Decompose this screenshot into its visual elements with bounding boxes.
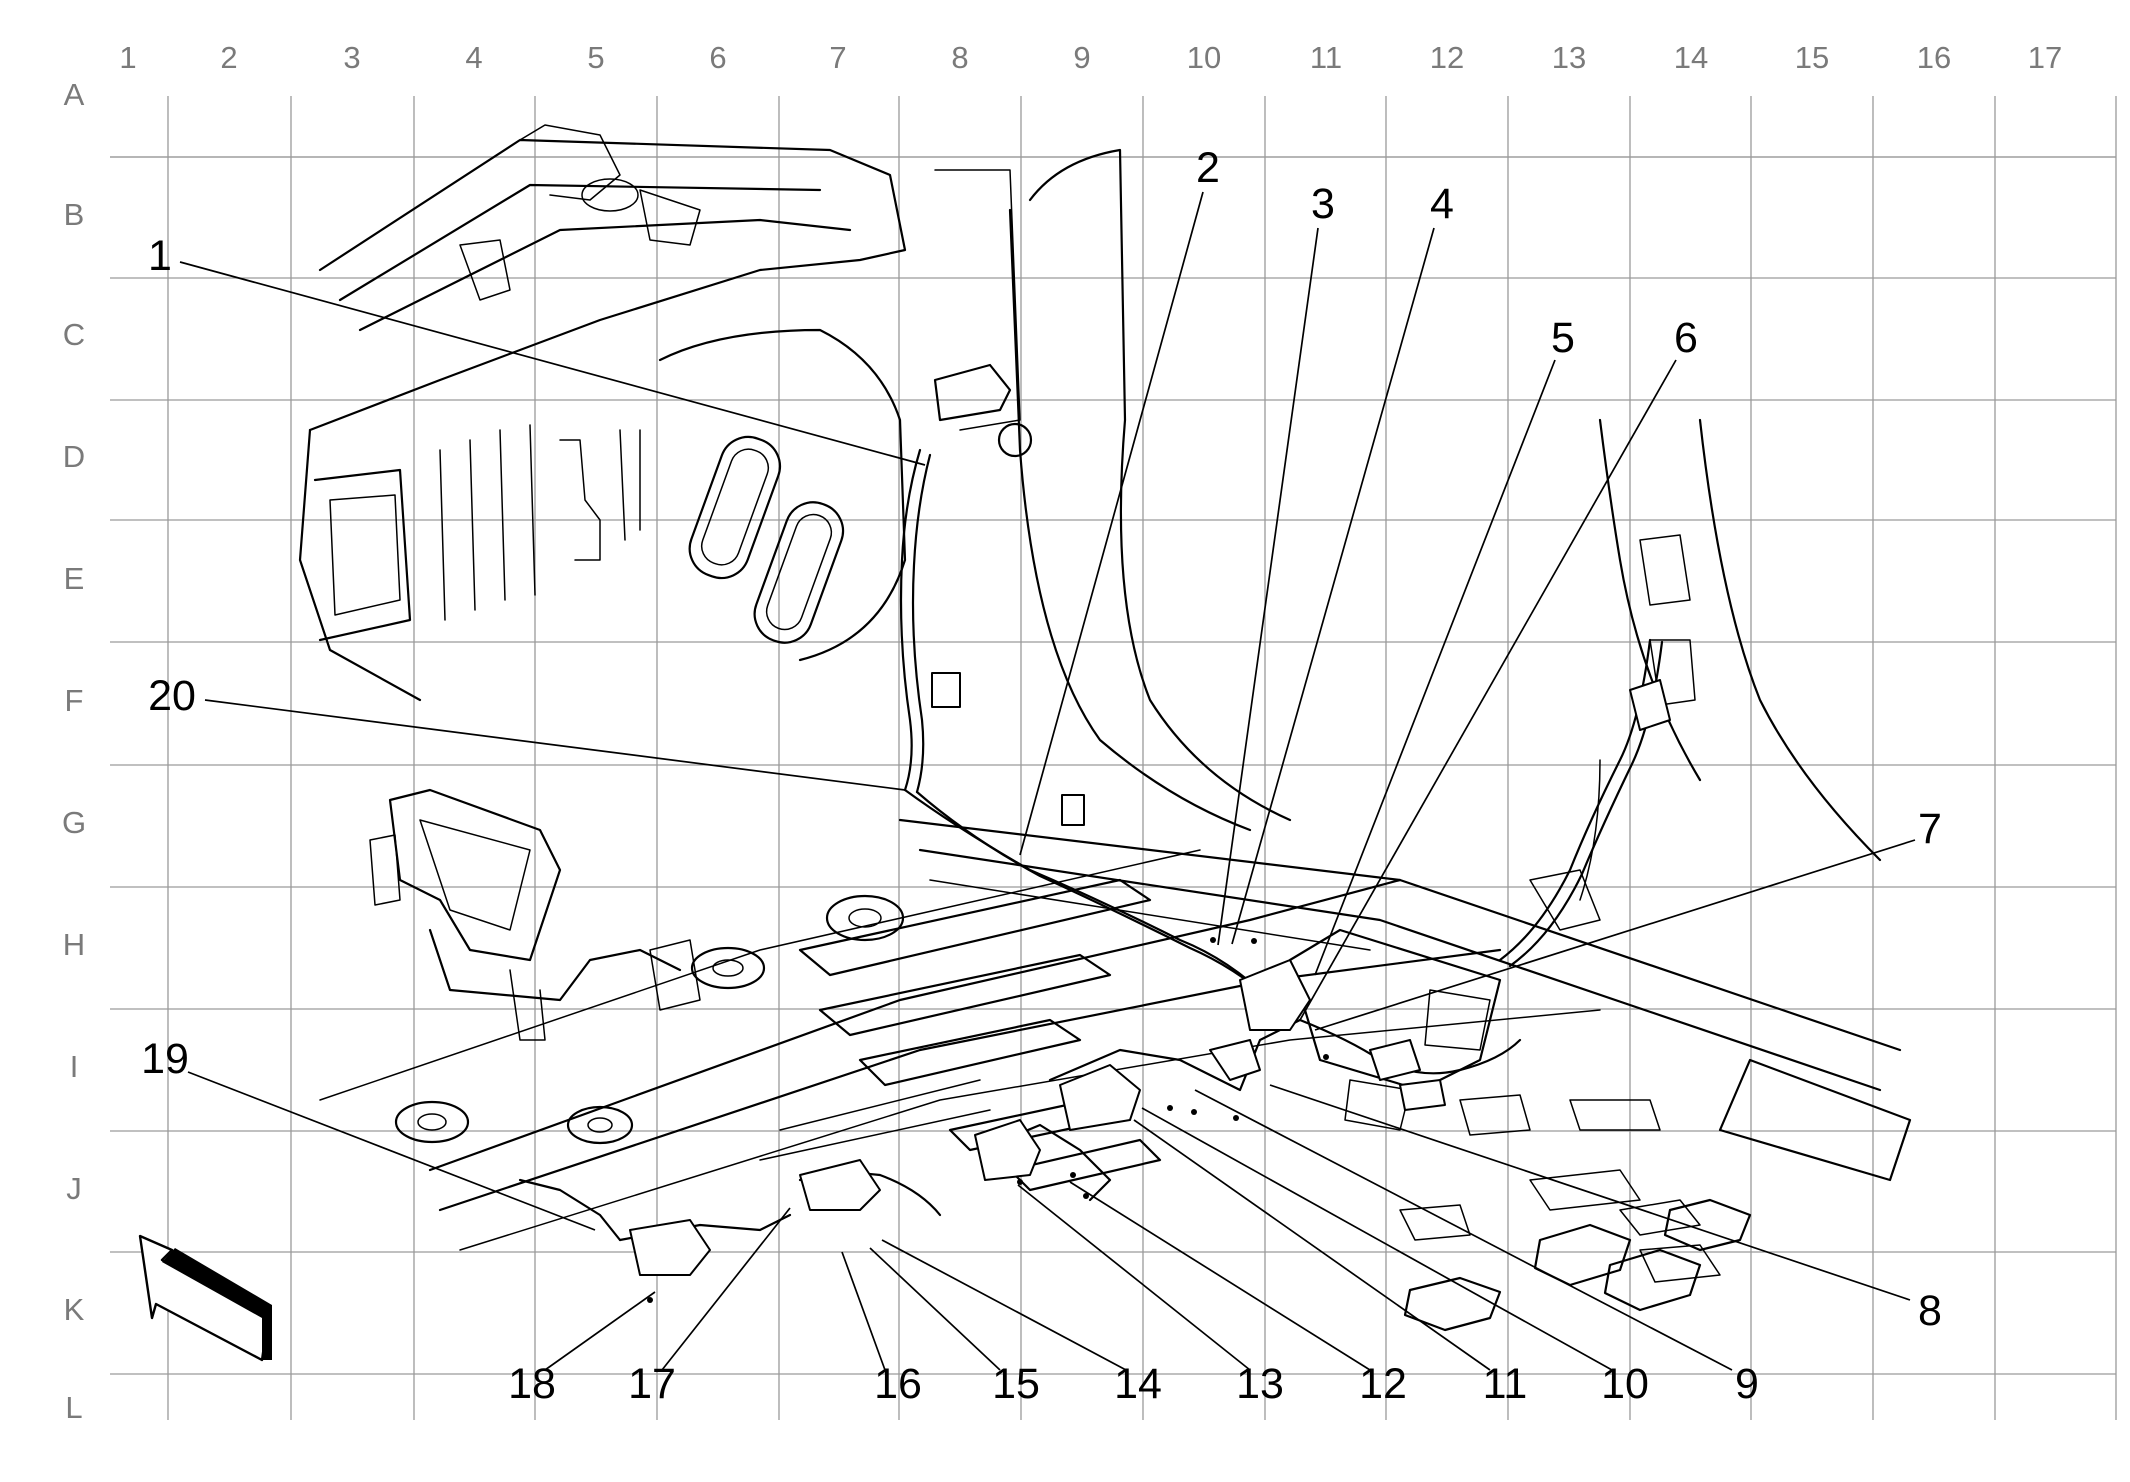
callout-label-18: 18 — [508, 1360, 556, 1408]
grid-row-labels: A B C D E F G H I J K L — [62, 77, 86, 1425]
grid-column-label: 16 — [1917, 40, 1951, 75]
callout-leader-14 — [881, 1239, 1127, 1371]
grid-row-label: J — [66, 1171, 82, 1206]
callout-label-19: 19 — [141, 1035, 189, 1083]
callout-label-13: 13 — [1236, 1360, 1284, 1408]
callout-label-15: 15 — [992, 1360, 1040, 1408]
grid-column-label: 4 — [465, 40, 482, 75]
grid-column-label: 6 — [709, 40, 726, 75]
grid-column-label: 9 — [1073, 40, 1090, 75]
callout-leader-13 — [1017, 1184, 1251, 1371]
callout-leader-2 — [1019, 191, 1204, 856]
callout-leader-4 — [1231, 227, 1435, 945]
grid-column-label: 1 — [119, 40, 136, 75]
callout-leader-6 — [1299, 359, 1677, 1021]
reference-grid — [110, 96, 2117, 1420]
callout-leader-7 — [1314, 839, 1916, 1031]
callout-label-9: 9 — [1735, 1360, 1759, 1408]
grid-column-label: 13 — [1552, 40, 1586, 75]
grid-column-label: 7 — [829, 40, 846, 75]
callout-label-7: 7 — [1918, 805, 1942, 853]
callout-label-12: 12 — [1359, 1360, 1407, 1408]
callout-leader-10 — [1141, 1107, 1613, 1371]
callout-leader-15 — [869, 1247, 1001, 1371]
grid-row-label: C — [63, 317, 85, 352]
grid-column-label: 2 — [220, 40, 237, 75]
grid-row-label: H — [63, 927, 85, 962]
grid-column-label: 5 — [587, 40, 604, 75]
grid-row-label: K — [64, 1292, 85, 1327]
callout-leader-16 — [841, 1251, 886, 1371]
callout-label-3: 3 — [1311, 180, 1335, 228]
vehicle-floor-line-art — [298, 124, 1912, 1332]
callout-label-20: 20 — [148, 672, 196, 720]
callout-label-2: 2 — [1196, 144, 1220, 192]
callout-leader-1 — [179, 261, 926, 466]
grid-column-label: 14 — [1674, 40, 1708, 75]
grid-column-label: 8 — [951, 40, 968, 75]
callout-label-14: 14 — [1114, 1360, 1162, 1408]
callout-leader-17 — [661, 1207, 791, 1371]
callout-label-10: 10 — [1601, 1360, 1649, 1408]
grid-column-label: 17 — [2028, 40, 2062, 75]
callout-label-4: 4 — [1430, 180, 1454, 228]
callout-leader-11 — [1133, 1119, 1491, 1371]
grid-row-label: F — [65, 683, 84, 718]
callout-label-1: 1 — [148, 232, 172, 280]
callout-label-6: 6 — [1674, 314, 1698, 362]
grid-column-label: 11 — [1310, 40, 1342, 75]
callout-leader-18 — [544, 1291, 656, 1371]
grid-column-label: 10 — [1187, 40, 1221, 75]
callout-leader-9 — [1194, 1089, 1733, 1371]
grid-row-label: D — [63, 439, 85, 474]
grid-row-label: B — [64, 197, 85, 232]
grid-row-label: I — [70, 1049, 79, 1084]
callout-leader-lines — [179, 191, 1916, 1371]
grid-row-label: G — [62, 805, 86, 840]
grid-row-label: A — [64, 77, 85, 112]
callout-leader-5 — [1314, 359, 1556, 976]
callout-leader-20 — [204, 699, 906, 791]
grid-column-label: 12 — [1430, 40, 1464, 75]
callout-leader-12 — [1069, 1181, 1371, 1371]
callout-label-5: 5 — [1551, 314, 1575, 362]
grid-row-label: E — [64, 561, 85, 596]
callout-label-11: 11 — [1483, 1360, 1528, 1408]
callout-label-16: 16 — [874, 1360, 922, 1408]
callout-leader-3 — [1217, 227, 1319, 946]
callout-label-17: 17 — [628, 1360, 676, 1408]
grid-column-label: 15 — [1795, 40, 1829, 75]
grid-row-label: L — [65, 1390, 82, 1425]
grid-column-label: 3 — [343, 40, 360, 75]
front-direction-arrow-icon — [138, 1234, 272, 1362]
callout-label-8: 8 — [1918, 1287, 1942, 1335]
callout-leader-19 — [187, 1071, 596, 1231]
callout-leader-8 — [1269, 1084, 1911, 1301]
